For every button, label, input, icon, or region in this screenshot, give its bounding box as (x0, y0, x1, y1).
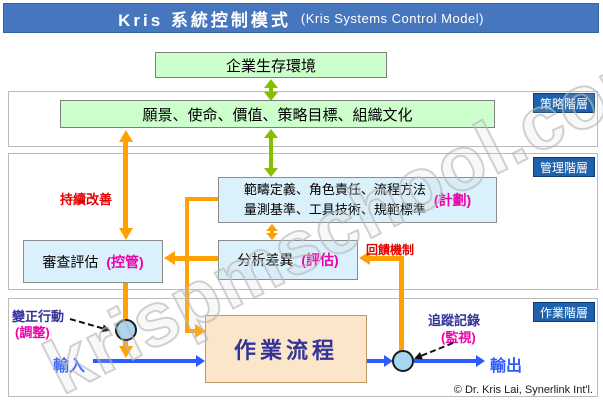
analyze-review-arrow-head-icon (164, 251, 175, 265)
analyze-label: 分析差異 (237, 252, 294, 268)
review-box: 審查評估 (控管) (23, 240, 163, 283)
plan-line2: 量測基準、工具技術、規範標準 (243, 202, 426, 217)
vision-plan-arrow-up-icon (264, 129, 278, 138)
process-box: 作業流程 (205, 315, 367, 383)
input-label: 輸入 (53, 358, 86, 375)
environment-box: 企業生存環境 (155, 52, 387, 78)
plan-box-text: 範疇定義、角色責任、流程方法 量測基準、工具技術、規範標準 (244, 180, 426, 220)
operation-layer-badge: 作業階層 (533, 302, 595, 322)
corrective-action-label: 變正行動 (12, 309, 65, 324)
analyze-review-arrow-shaft (174, 256, 218, 261)
process-out-line (367, 359, 386, 363)
feedback-arrow-head-icon (359, 251, 370, 265)
continuous-improvement-label: 持續改善 (60, 192, 113, 207)
analyze-box: 分析差異 (評估) (218, 240, 358, 280)
plan-process-elbow-bottom (185, 329, 197, 333)
corrective-tag-label: (調整) (15, 325, 50, 340)
feedback-elbow-horizontal (369, 256, 404, 261)
plan-analyze-arrow-shaft (270, 229, 274, 234)
output-junction-circle (392, 350, 414, 372)
tracking-label: 追蹤記錄 (428, 313, 481, 328)
copyright-text: © Dr. Kris Lai, Synerlink Int'l. (453, 384, 593, 396)
input-junction-circle (115, 319, 137, 341)
env-vision-arrow-up-icon (264, 79, 278, 88)
output-line (414, 359, 478, 363)
review-tag: (控管) (106, 253, 144, 270)
plan-analyze-arrow-down-icon (266, 233, 278, 240)
title-subtitle: (Kris Systems Control Model) (300, 10, 484, 26)
input-line (93, 359, 197, 363)
strategy-layer-badge: 策略階層 (533, 93, 595, 113)
tracking-tag-label: (監視) (441, 330, 476, 345)
feedback-elbow-vertical (399, 256, 404, 352)
vision-plan-arrow-down-icon (264, 168, 278, 177)
improve-arrow-down-icon (119, 228, 133, 240)
improve-arrow-shaft (123, 141, 128, 229)
vision-plan-arrow-shaft (269, 137, 273, 169)
plan-process-elbow-vertical (185, 197, 189, 333)
output-arrow-head-icon (476, 355, 485, 367)
process-out-arrow-head-icon (384, 355, 393, 367)
input-arrow-head-icon (196, 355, 205, 367)
env-vision-arrow-shaft (269, 87, 273, 93)
feedback-label: 回饋機制 (366, 243, 415, 257)
env-vision-arrow-down-icon (264, 92, 278, 101)
output-label: 輸出 (490, 358, 523, 375)
plan-tag: (計劃) (433, 192, 472, 208)
corrective-line-shaft (123, 283, 128, 347)
vision-box: 願景、使命、價值、策略目標、組織文化 (60, 100, 495, 128)
corrective-arrow-down-icon (119, 346, 133, 358)
analyze-tag: (評估) (301, 252, 339, 268)
plan-line1: 範疇定義、角色責任、流程方法 (243, 182, 426, 197)
plan-process-elbow-top (185, 197, 218, 201)
title-main: Kris 系統控制模式 (118, 10, 291, 30)
plan-analyze-arrow-up-icon (266, 224, 278, 231)
plan-process-arrow-head-icon (195, 324, 206, 338)
improve-arrow-up-icon (119, 130, 133, 142)
management-layer-badge: 管理階層 (533, 157, 595, 177)
title-bar: Kris 系統控制模式 (Kris Systems Control Model) (3, 3, 599, 33)
review-label: 審查評估 (42, 253, 99, 270)
plan-box: 範疇定義、角色責任、流程方法 量測基準、工具技術、規範標準 (計劃) (218, 177, 497, 223)
